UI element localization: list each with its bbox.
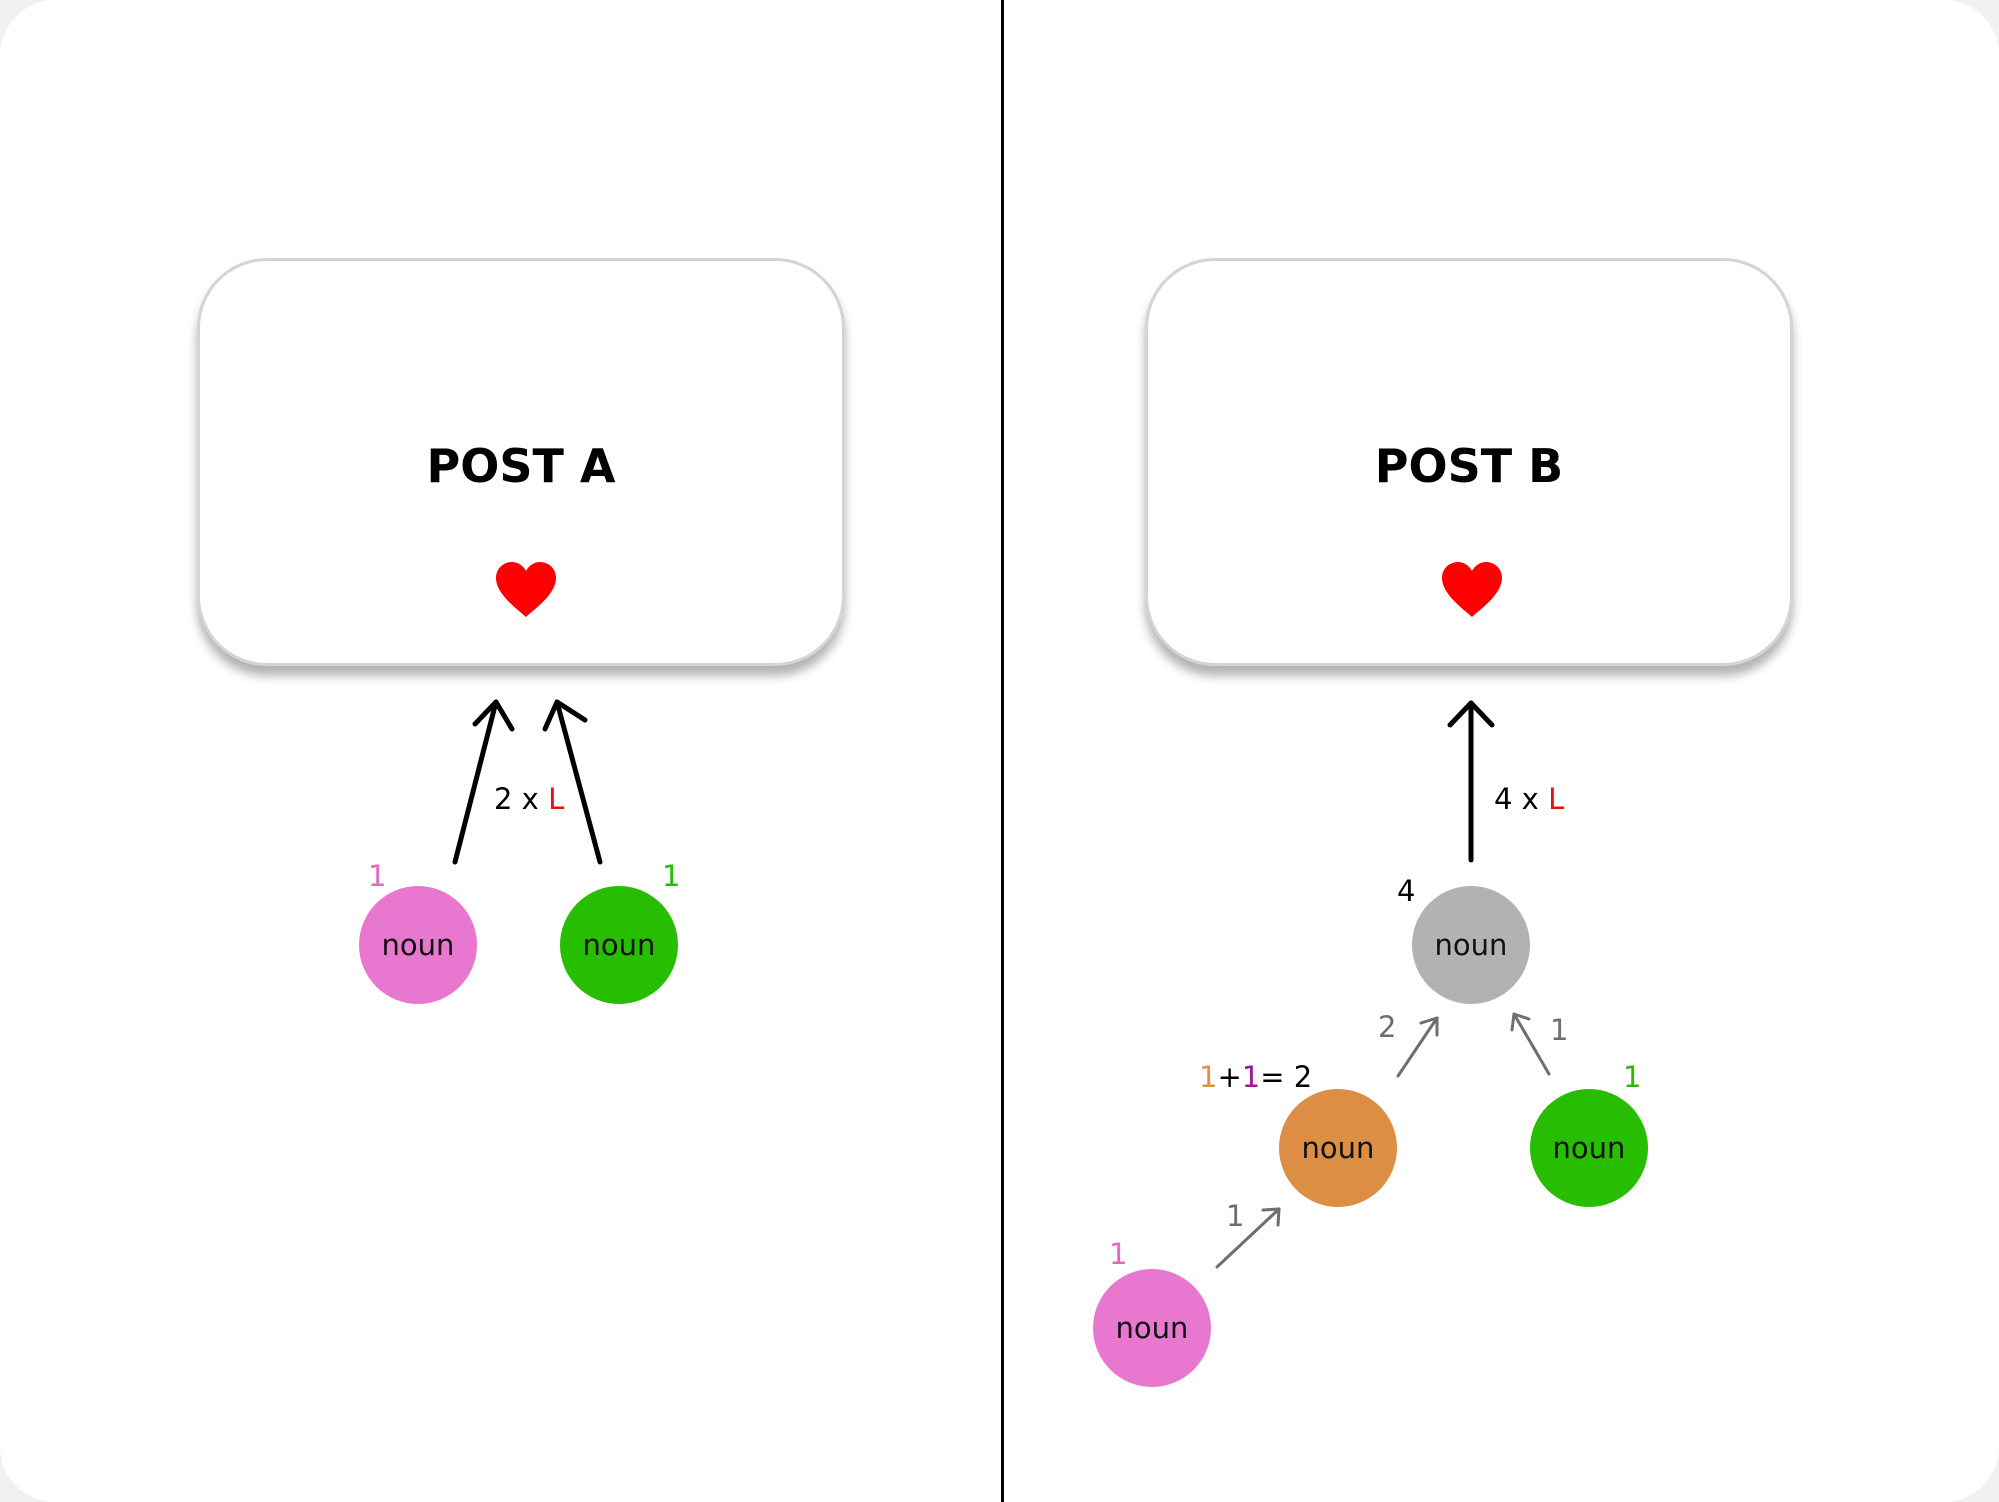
edge-label-b: 4 x L [1494, 785, 1564, 814]
sum-b-purple-digit: 1 [1241, 1060, 1261, 1094]
edge-label-b-l: L [1548, 782, 1565, 816]
weight-b-pink: 1 [1109, 1237, 1128, 1271]
node-b-green: noun [1530, 1089, 1648, 1207]
node-b-pink: noun [1093, 1269, 1211, 1387]
sum-b-orange-digit: 1 [1199, 1060, 1218, 1094]
arrow-b-mid-right [1510, 1012, 1551, 1076]
weight-a-green: 1 [662, 859, 681, 893]
node-a-pink: noun [359, 886, 477, 1004]
node-b-orange: noun [1279, 1089, 1397, 1207]
edge-label-a-l: L [548, 782, 565, 816]
weight-a-pink: 1 [368, 859, 387, 893]
post-a-title: POST A [426, 439, 616, 493]
heart-icon [1442, 562, 1502, 617]
heart-icon [496, 562, 556, 617]
arrow-b-root [1447, 700, 1495, 863]
sum-b-rest: = 2 [1260, 1060, 1313, 1094]
edge-label-b-prefix: 4 x [1494, 782, 1549, 816]
edge-label-b-mid-right: 1 [1550, 1013, 1569, 1047]
post-b-card: POST B [1145, 258, 1793, 666]
edge-label-a: 2 x L [494, 785, 564, 814]
arrow-a-right [542, 699, 603, 865]
panel-divider [1001, 0, 1004, 1502]
edge-label-a-prefix: 2 x [494, 782, 549, 816]
sum-b-plus: + [1217, 1060, 1242, 1094]
weight-b-root: 4 [1397, 874, 1416, 908]
node-b-root: noun [1412, 886, 1530, 1004]
edge-label-b-leaf: 1 [1226, 1199, 1245, 1233]
weight-b-green: 1 [1623, 1060, 1642, 1094]
arrow-b-mid-left [1396, 1016, 1439, 1078]
post-a-card: POST A [197, 258, 845, 666]
node-a-green: noun [560, 886, 678, 1004]
arrow-b-leaf [1215, 1207, 1281, 1269]
arrow-a-left [452, 699, 515, 865]
edge-label-b-mid-left: 2 [1378, 1010, 1397, 1044]
post-b-title: POST B [1374, 439, 1564, 493]
sum-b-orange: 1+1= 2 [1199, 1063, 1312, 1092]
